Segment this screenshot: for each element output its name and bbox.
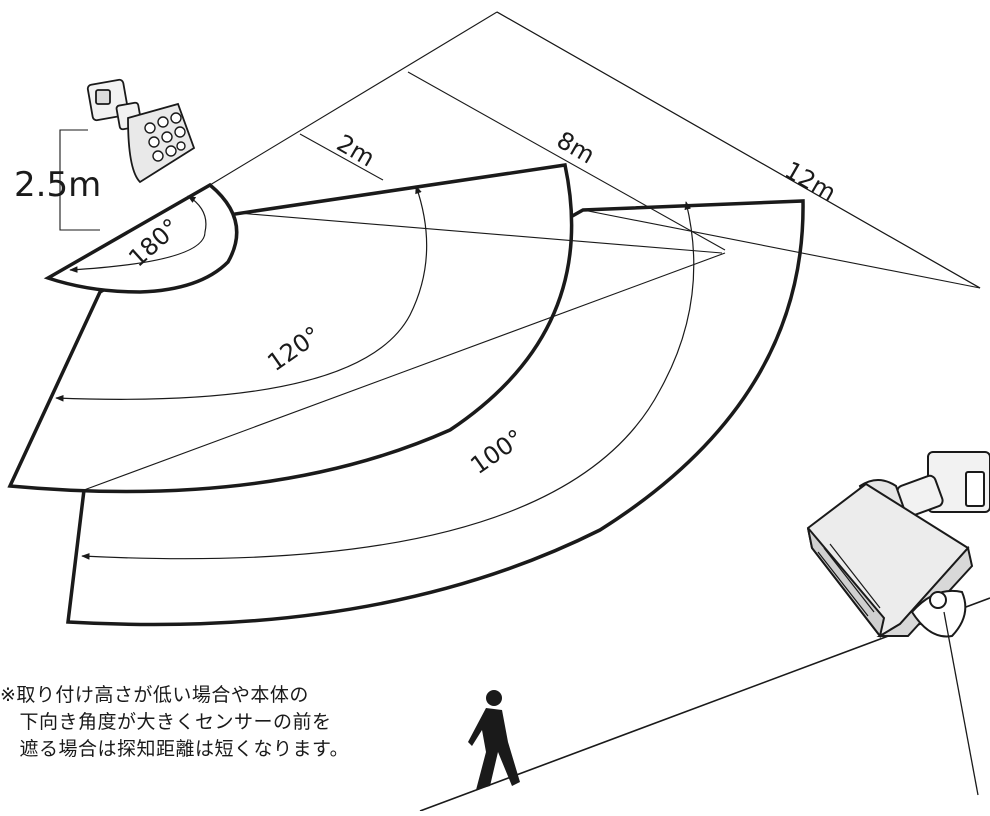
- note-line-1: ※取り付け高さが低い場合や本体の: [0, 684, 309, 706]
- note-line-2: 下向き角度が大きくセンサーの前を: [0, 711, 332, 733]
- walking-person-icon: [468, 690, 520, 790]
- sensor-drop-line: [943, 611, 979, 796]
- mount-height-label: 2.5m: [14, 165, 101, 205]
- installation-note: ※取り付け高さが低い場合や本体の 下向き角度が大きくセンサーの前を 遮る場合は探…: [0, 682, 460, 763]
- angle-arcs: [55, 185, 695, 560]
- distance-label-12m: 12m: [780, 156, 841, 207]
- large-floodlight-icon: [806, 451, 990, 639]
- mount-height-bracket: [59, 129, 100, 231]
- distance-label-2m: 2m: [332, 129, 379, 173]
- note-line-3: 遮る場合は探知距離は短くなります。: [0, 738, 350, 760]
- distance-label-8m: 8m: [552, 126, 599, 170]
- small-floodlight-icon: [86, 78, 196, 184]
